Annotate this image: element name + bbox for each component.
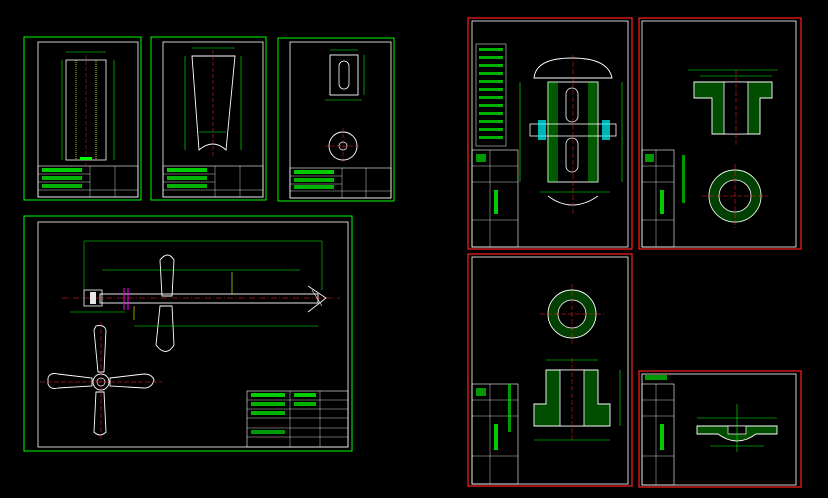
title-block — [246, 390, 349, 448]
sheet-agitator-assembly[interactable] — [23, 215, 353, 452]
bearing-seat-view — [533, 284, 621, 441]
title-block — [162, 165, 264, 198]
shaft-assembly-view — [62, 240, 340, 352]
blade-part-view — [184, 47, 242, 158]
sheet-blade[interactable] — [150, 36, 267, 201]
impeller-plan-view — [40, 322, 162, 440]
sheet-shaft-sleeve[interactable] — [23, 36, 142, 201]
sheet-flange-bushing[interactable] — [638, 17, 802, 250]
title-block — [37, 165, 139, 198]
sheet-hub-section[interactable] — [467, 17, 633, 250]
title-block — [289, 167, 392, 199]
sheet-bearing-seat[interactable] — [467, 253, 633, 487]
sleeve-part-view — [61, 51, 115, 165]
title-block — [641, 375, 675, 486]
sheet-plate-washer[interactable] — [638, 370, 802, 488]
key-part-view — [325, 49, 365, 164]
title-block — [641, 149, 685, 248]
title-block — [471, 149, 519, 248]
sheet-key-part[interactable] — [277, 37, 395, 202]
parts-list-table — [475, 43, 507, 147]
title-block — [471, 383, 519, 485]
bushing-section-view — [688, 69, 778, 228]
plate-washer-view — [696, 404, 778, 452]
hub-section-view — [519, 55, 623, 215]
